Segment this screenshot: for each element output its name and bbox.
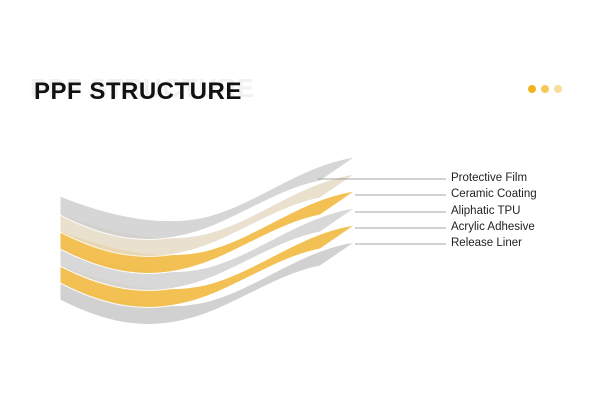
pagination-dots: [528, 85, 562, 93]
dot-2: [541, 85, 549, 93]
label-acrylic-adhesive: Acrylic Adhesive: [451, 221, 535, 233]
label-aliphatic-tpu: Aliphatic TPU: [451, 205, 521, 217]
dot-3: [554, 85, 562, 93]
label-ceramic-coating: Ceramic Coating: [451, 188, 537, 200]
background-title-watermark: PPF STRUCTURE: [30, 73, 255, 103]
sheet-protective-film: [59, 156, 356, 240]
label-release-liner: Release Liner: [451, 237, 522, 249]
dot-1: [528, 85, 536, 93]
label-protective-film: Protective Film: [451, 172, 528, 184]
page-title: PPF STRUCTURE: [34, 78, 242, 105]
